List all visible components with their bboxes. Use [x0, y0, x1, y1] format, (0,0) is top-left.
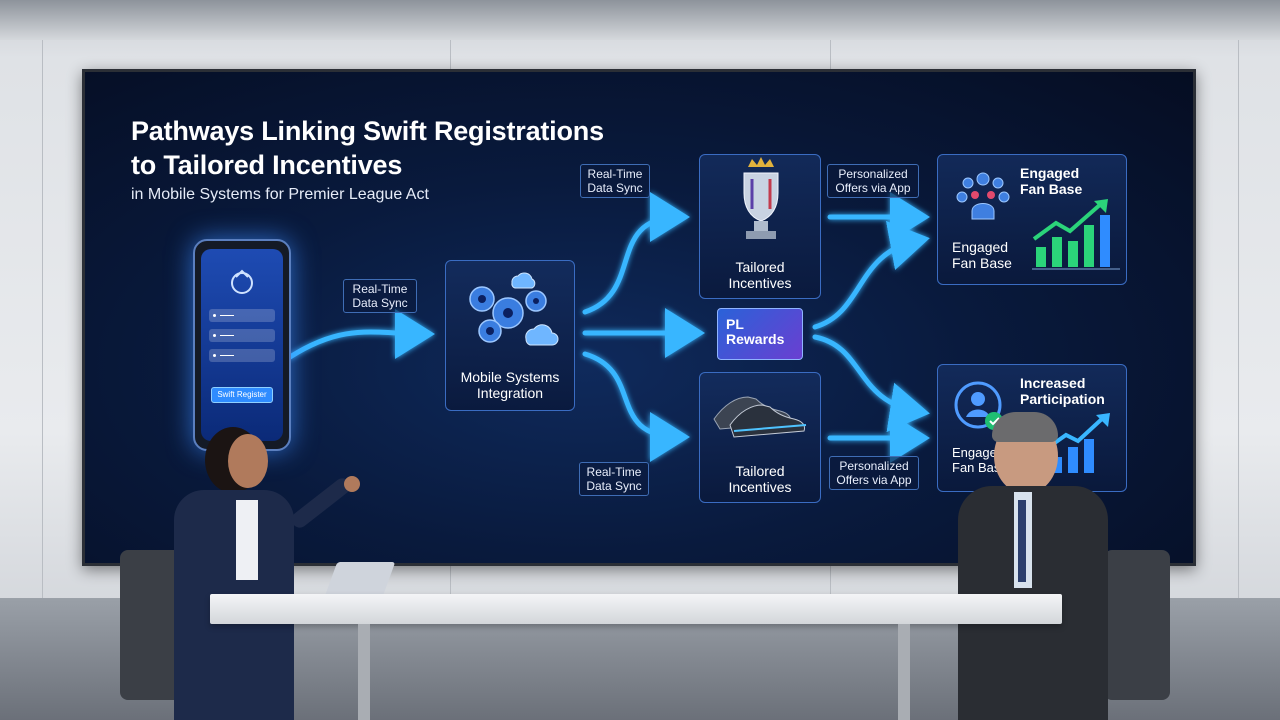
sync-label: Real-Time Data Sync	[580, 164, 650, 198]
offer-label-line: Personalized	[838, 167, 908, 181]
engaged-fan-base-node: Engaged Fan Base Engaged Fan Base	[937, 154, 1127, 285]
outcome-subheading-line: Engaged	[952, 239, 1009, 255]
outcome-heading: Engaged Fan Base	[1020, 165, 1082, 197]
slide-title: Pathways Linking Swift Registrations to …	[131, 114, 604, 182]
phone-screen: Swift Register	[201, 249, 283, 441]
person-hair	[992, 412, 1058, 442]
arrow-hub-to-bottom	[582, 351, 690, 462]
arrow-rewards-to-top-outcome	[812, 220, 930, 330]
outcome-subheading-line: Fan Base	[952, 255, 1012, 271]
slide-title-line: to Tailored Incentives	[131, 150, 403, 180]
outcome-heading-line: Fan Base	[1020, 181, 1083, 197]
outcome-heading-line: Increased	[1020, 375, 1086, 391]
sync-label: Real-Time Data Sync	[343, 279, 417, 313]
fans-icon	[956, 172, 1010, 220]
sync-label-line: Real-Time	[586, 465, 642, 479]
outcome-heading-line: Engaged	[1020, 165, 1080, 181]
offer-label-line: Offers via App	[836, 473, 912, 487]
offer-label-line: Personalized	[839, 459, 909, 473]
sync-label-line: Real-Time	[587, 167, 643, 181]
chair	[1104, 550, 1170, 700]
rewards-label: Rewards	[726, 331, 785, 347]
phone-icon: Swift Register	[193, 239, 291, 451]
league-logo-icon	[231, 269, 253, 294]
slide-title-line: Pathways Linking Swift Registrations	[131, 116, 604, 146]
outcome-heading: Increased Participation	[1020, 375, 1105, 407]
table-leg	[358, 624, 370, 720]
person-shirt	[236, 500, 258, 580]
hub-label: Integration	[476, 385, 544, 401]
growth-chart-icon	[1032, 199, 1120, 270]
slide-subtitle: in Mobile Systems for Premier League Act	[131, 186, 429, 203]
arrow-phone-to-hub	[287, 308, 435, 360]
sync-label-line: Data Sync	[587, 181, 643, 195]
outcome-subheading: Engaged Fan Base	[952, 239, 1012, 271]
flow-arrows	[287, 192, 930, 463]
arrow-rewards-to-bottom-outcome	[812, 334, 930, 433]
outcome-subheading-line: Fan Base	[952, 460, 1008, 475]
rewards-label: PL	[726, 316, 744, 332]
arrow-hub-to-top	[582, 192, 690, 315]
offer-label-line: Offers via App	[835, 181, 911, 195]
sync-label-line: Real-Time	[352, 282, 408, 296]
outcome-subheading: Engaged Fan Base	[952, 445, 1008, 475]
gears-icon	[469, 272, 559, 346]
phone-input-field	[209, 309, 275, 322]
outcome-subheading-line: Engaged	[952, 445, 1005, 460]
hub-node: Mobile Systems Integration	[445, 260, 575, 411]
incentive-label: Incentives	[728, 479, 792, 495]
person-tie	[1018, 500, 1026, 582]
ceiling	[0, 0, 1280, 40]
pl-rewards-badge: PL Rewards	[717, 308, 803, 360]
phone-input-field	[209, 349, 275, 362]
presentation-screen: Pathways Linking Swift Registrations to …	[82, 69, 1196, 566]
sync-label-line: Data Sync	[586, 479, 642, 493]
incentive-label: Incentives	[728, 275, 792, 291]
offer-label: Personalized Offers via App	[827, 164, 919, 198]
table-leg	[898, 624, 910, 720]
user-check-icon	[954, 381, 1003, 430]
outcome-heading-line: Participation	[1020, 391, 1105, 407]
person-face	[228, 434, 268, 488]
phone-input-field	[209, 329, 275, 342]
top-incentives-node: Tailored Incentives	[699, 154, 821, 299]
wall-seam	[42, 40, 43, 600]
trophy-icon	[743, 157, 779, 239]
person-hand	[344, 476, 360, 492]
meeting-table	[210, 594, 1062, 624]
offer-label: Personalized Offers via App	[829, 456, 919, 490]
cloud-icon	[525, 324, 559, 346]
hub-label: Mobile Systems	[460, 369, 560, 385]
bottom-incentives-node: Tailored Incentives	[699, 372, 821, 503]
wall-seam	[1238, 40, 1239, 600]
sync-label-line: Data Sync	[352, 296, 408, 310]
swift-register-button: Swift Register	[211, 387, 273, 403]
incentive-label: Tailored	[735, 259, 785, 275]
incentive-label: Tailored	[735, 463, 785, 479]
sync-label: Real-Time Data Sync	[579, 462, 649, 496]
boots-icon	[713, 396, 807, 438]
